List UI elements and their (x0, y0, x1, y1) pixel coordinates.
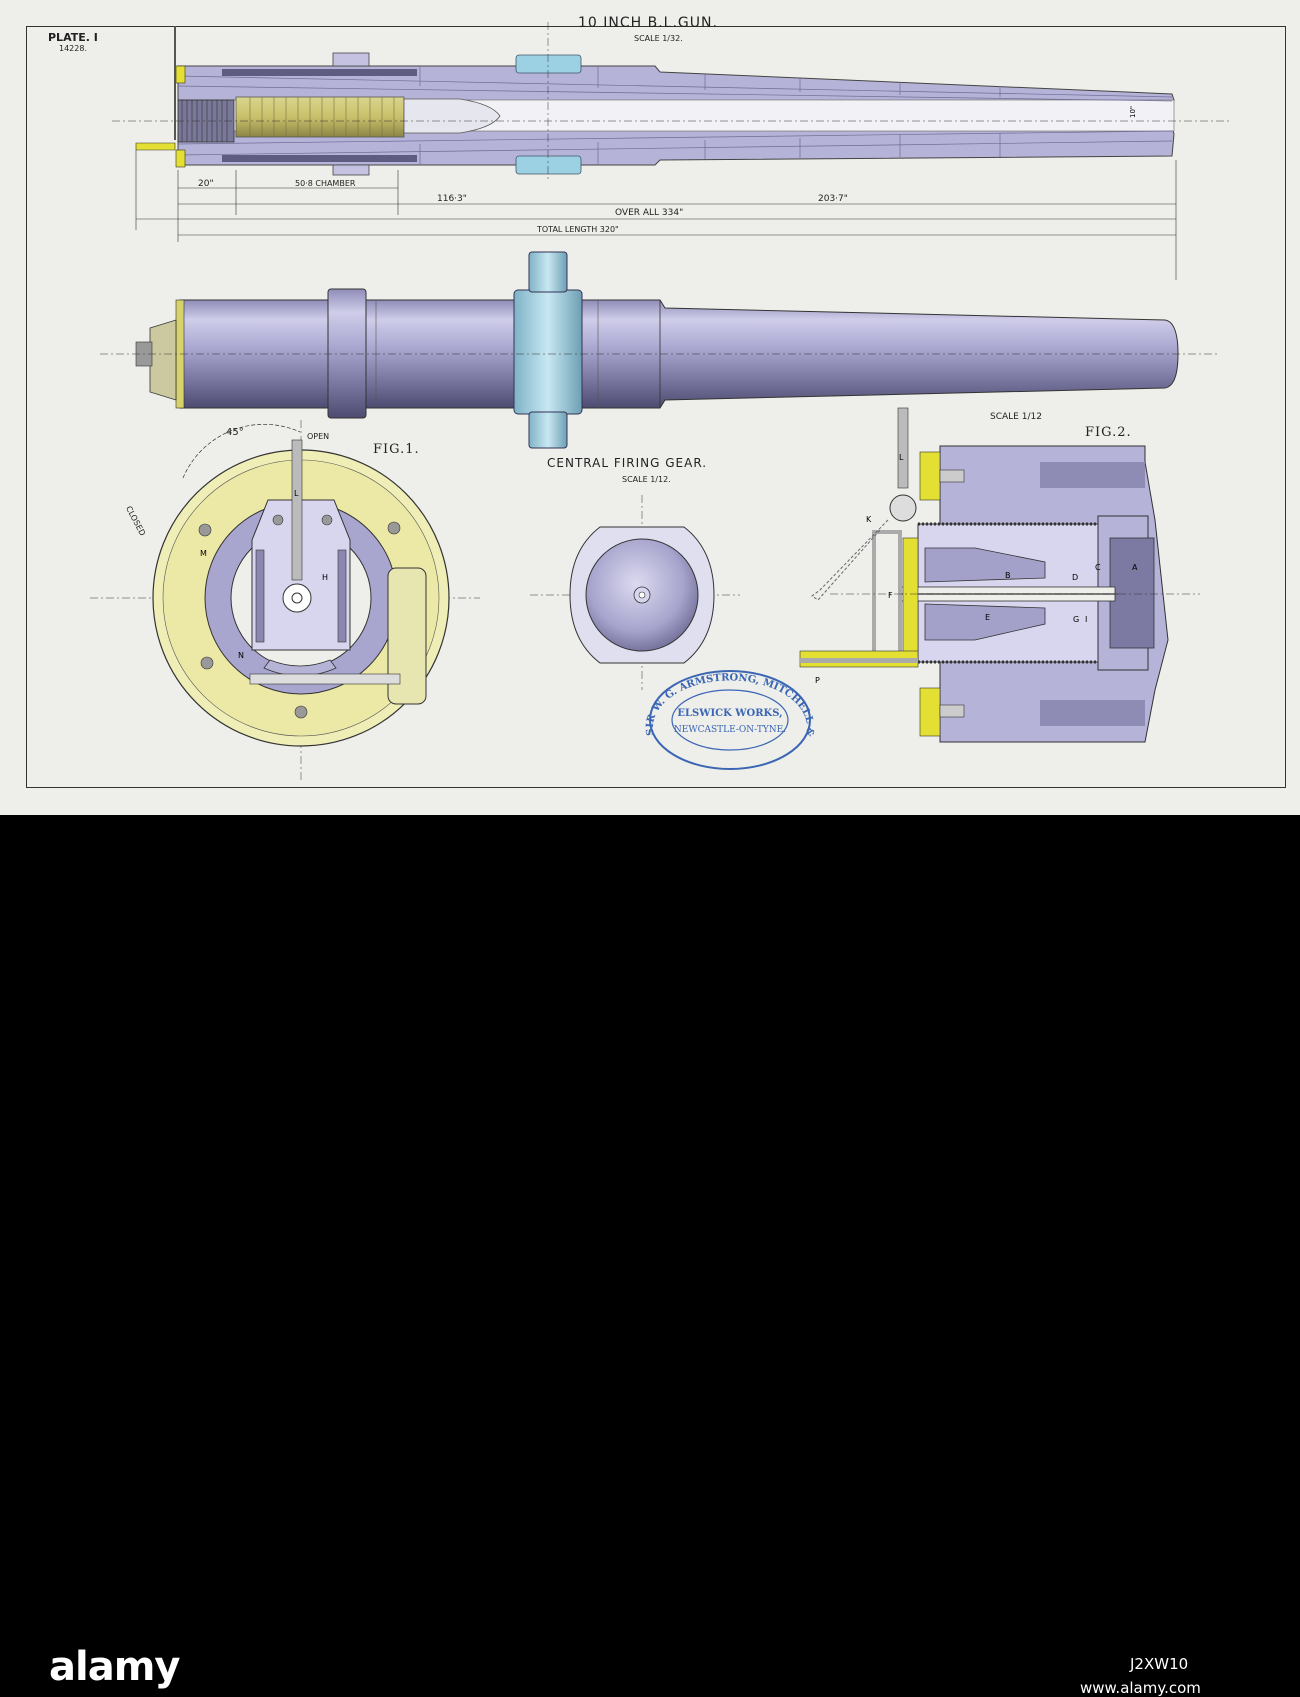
fig2-letter-b: B (1005, 571, 1011, 580)
plate-border (26, 26, 1286, 788)
stamp-line2: NEWCASTLE-ON-TYNE. (674, 725, 786, 735)
fig1-label: FIG.1. (373, 442, 420, 457)
plate-number: 14228. (59, 44, 87, 53)
bore-dimension: 10" (1129, 106, 1137, 118)
fig2-letter-g: G (1073, 615, 1079, 624)
drawing-sheet: PLATE. I 14228. 10 INCH B.L.GUN. SCALE 1… (0, 0, 1300, 815)
gun-exterior (100, 251, 1220, 449)
fig1-breech-view: L H M N (90, 420, 480, 780)
plate-label: PLATE. I (48, 31, 98, 44)
watermark-footer: alamy J2XW10 www.alamy.com (0, 815, 1300, 1696)
stamp-line1: ELSWICK WORKS, (677, 708, 782, 719)
fig2-letter-k: K (866, 515, 872, 524)
fig1-letter-l: L (294, 489, 299, 498)
central-firing-gear-title: CENTRAL FIRING GEAR. (547, 456, 708, 470)
gun-drawing: 10" (0, 0, 1230, 780)
fig2-letter-f: F (888, 591, 893, 600)
fig2-letter-d: D (1072, 573, 1078, 582)
dim-chamber: 50·8 CHAMBER (295, 179, 356, 188)
dim-116: 116·3" (437, 194, 467, 204)
fig1-letter-m: M (200, 549, 207, 558)
fig2-letter-c: C (1095, 563, 1101, 572)
fig2-letter-i: I (1085, 615, 1087, 624)
fig2-scale: SCALE 1/12 (990, 412, 1042, 422)
alamy-url: www.alamy.com (1080, 1679, 1201, 1697)
image-id: J2XW10 (1130, 1655, 1189, 1673)
fig1-open: OPEN (307, 432, 330, 441)
fig2-letter-a: A (1132, 563, 1138, 572)
sectional-gun: 10" (112, 22, 1230, 180)
dim-total: TOTAL LENGTH 320" (537, 225, 619, 234)
drawing-scale: SCALE 1/32. (634, 34, 683, 43)
fig1-letter-n: N (238, 651, 244, 660)
fig2-letter-l: L (899, 453, 904, 462)
dimension-lines (135, 150, 1177, 280)
alamy-logo: alamy (49, 1644, 180, 1690)
dim-203: 203·7" (818, 194, 848, 204)
fig2-letter-p: P (815, 676, 820, 685)
fig2-label: FIG.2. (1085, 425, 1132, 440)
drawing-title: 10 INCH B.L.GUN. (578, 15, 718, 31)
dim-20: 20" (198, 179, 214, 189)
central-firing-gear-scale: SCALE 1/12. (622, 475, 671, 484)
fig1-angle: 45° (226, 427, 244, 438)
fig2-breech-section: K L B E D C A G I F P (799, 407, 1200, 743)
dim-overall: OVER ALL 334" (615, 208, 684, 218)
central-firing-gear (530, 495, 740, 690)
fig1-letter-h: H (322, 573, 328, 582)
fig2-letter-e: E (985, 613, 990, 622)
